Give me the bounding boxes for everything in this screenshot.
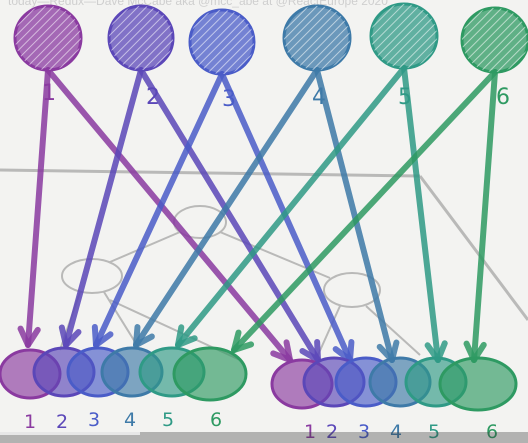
right-cluster: 1 2 3 4 5 6 [270, 356, 518, 443]
video-progress-fill [0, 432, 140, 435]
source-circle-4-hatch [284, 6, 350, 70]
source-3: 3 [188, 8, 256, 112]
source-label-5: 5 [398, 85, 412, 110]
right-label-4: 4 [390, 421, 402, 443]
source-2: 2 [107, 4, 175, 110]
right-label-5: 5 [428, 421, 440, 443]
left-label-2: 2 [56, 411, 68, 433]
source-circle-6-hatch [462, 8, 528, 72]
left-label-3: 3 [88, 409, 100, 431]
arrow-layer [17, 65, 498, 363]
arrow-left-3 [93, 71, 225, 348]
arrow-left-3-head [91, 324, 114, 348]
right-node-6 [438, 356, 518, 412]
arrow-left-5-head [175, 324, 198, 348]
source-label-4: 4 [312, 85, 326, 110]
tree-edge-left [109, 231, 181, 263]
source-4: 4 [282, 4, 352, 110]
video-caption: today—Redux—Dave McCabe aka @mcc_abe at … [8, 0, 388, 8]
source-label-3: 3 [222, 87, 236, 112]
horizon-line [0, 168, 421, 178]
left-cluster: 1 2 3 4 5 6 [0, 346, 248, 433]
arrow-right-5 [401, 65, 441, 363]
arrow-left-6 [231, 69, 498, 353]
left-label-5: 5 [162, 409, 174, 431]
arrow-right-1-head [270, 339, 293, 363]
source-circle-1-hatch [15, 6, 81, 70]
tree-edge-rr [365, 305, 421, 356]
tree-edge-rl [317, 305, 341, 356]
left-label-6: 6 [210, 409, 222, 431]
arrow-left-1-head [17, 325, 41, 348]
source-label-1: 1 [42, 81, 56, 106]
source-1: 1 [13, 4, 83, 106]
arrow-left-2-head [58, 324, 82, 348]
source-circle-2-hatch [109, 6, 173, 70]
source-circle-5-hatch [371, 4, 437, 68]
right-label-3: 3 [358, 421, 370, 443]
video-progress-track[interactable] [0, 432, 528, 443]
arrow-left-4-head [133, 324, 155, 348]
arrow-right-1 [45, 67, 293, 363]
source-label-2: 2 [146, 85, 160, 110]
right-label-1: 1 [304, 421, 316, 443]
arrow-left-6-head [231, 329, 255, 353]
arrow-left-5 [175, 65, 407, 348]
arrow-right-4 [314, 67, 395, 363]
source-circle-3-hatch [190, 10, 254, 74]
source-label-6: 6 [496, 85, 510, 110]
left-label-1: 1 [24, 411, 36, 433]
arrow-right-2 [138, 67, 321, 363]
right-label-2: 2 [326, 421, 338, 443]
arrow-right-6 [471, 69, 498, 363]
source-6: 6 [460, 6, 528, 110]
arrow-left-2 [63, 67, 144, 348]
left-node-6 [172, 346, 248, 402]
left-label-4: 4 [124, 409, 136, 431]
arrow-left-1 [25, 67, 51, 348]
source-circles: 1 2 3 4 5 6 [13, 2, 528, 112]
source-5: 5 [369, 2, 439, 110]
right-label-6: 6 [486, 421, 498, 443]
arrow-left-4 [133, 67, 320, 348]
tree-node-right [323, 272, 381, 308]
slope-line [418, 175, 528, 321]
tree-node-left [61, 258, 123, 294]
